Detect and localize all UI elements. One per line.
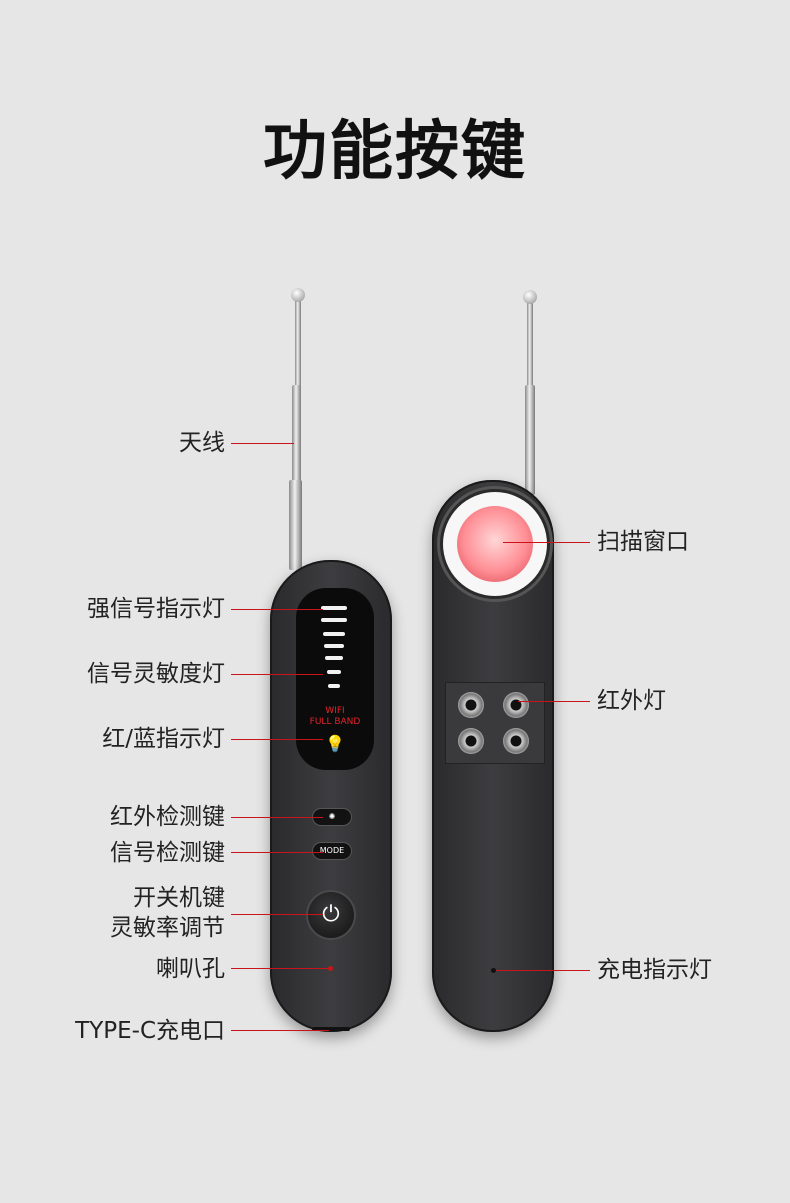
callout-power-button: 开关机键 灵敏率调节 <box>110 885 225 941</box>
antenna-mid-segment <box>292 385 301 483</box>
signal-bar <box>324 644 344 648</box>
callout-sensitivity-light: 信号灵敏度灯 <box>87 661 225 687</box>
callout-infrared-light: 红外灯 <box>597 688 666 714</box>
callout-infrared-button: 红外检测键 <box>110 804 225 830</box>
full-band-label: FULL BAND <box>309 717 361 727</box>
scan-lens <box>457 506 533 582</box>
antenna-tip <box>523 290 537 304</box>
callout-signal-button: 信号检测键 <box>110 840 225 866</box>
callout-charge-indicator: 充电指示灯 <box>597 957 712 983</box>
power-icon: ⏻ <box>322 902 340 927</box>
callout-usb-c: TYPE-C充电口 <box>75 1018 225 1044</box>
usb-c-port <box>312 1027 350 1031</box>
infrared-led <box>503 692 529 718</box>
indicator-panel: WIFI FULL BAND 💡 <box>296 588 374 770</box>
signal-bar <box>327 670 341 674</box>
callout-line <box>231 1030 329 1031</box>
callout-speaker: 喇叭孔 <box>156 956 225 982</box>
callout-line <box>518 701 590 702</box>
callout-line <box>503 542 590 543</box>
callout-scan-window: 扫描窗口 <box>597 529 689 555</box>
callout-line <box>231 443 294 444</box>
signal-bar <box>321 606 347 610</box>
signal-bar <box>323 632 345 636</box>
antenna-base-segment <box>525 385 535 495</box>
callout-line <box>231 609 323 610</box>
callout-line <box>231 817 323 818</box>
callout-line <box>231 674 323 675</box>
speaker-hole <box>328 966 333 971</box>
signal-bar <box>325 656 343 660</box>
callout-antenna: 天线 <box>179 430 225 456</box>
charge-indicator <box>491 968 496 973</box>
callout-strong-signal-light: 强信号指示灯 <box>87 596 225 622</box>
antenna-base-segment <box>289 480 302 570</box>
page-title: 功能按键 <box>263 115 527 189</box>
infrared-led <box>458 728 484 754</box>
callout-line <box>231 914 323 915</box>
infrared-led <box>458 692 484 718</box>
signal-bar <box>321 618 347 622</box>
infrared-led-plate <box>445 682 545 764</box>
scan-window <box>443 492 547 596</box>
callout-line <box>231 968 328 969</box>
infrared-detect-button[interactable]: ✺ <box>313 809 351 825</box>
lightbulb-icon: 💡 <box>325 734 345 753</box>
lightbulb-icon: ✺ <box>328 812 336 821</box>
callout-line <box>231 852 323 853</box>
power-button[interactable]: ⏻ <box>308 892 354 938</box>
signal-bar <box>328 684 340 688</box>
wifi-label: WIFI <box>325 706 345 716</box>
antenna-tip <box>291 288 305 302</box>
callout-line <box>231 739 323 740</box>
signal-detect-button[interactable]: MODE <box>313 843 351 859</box>
infrared-led <box>503 728 529 754</box>
antenna-top-segment <box>295 296 301 388</box>
antenna-top-segment <box>527 298 533 388</box>
callout-line <box>496 970 590 971</box>
callout-red-blue-light: 红/蓝指示灯 <box>102 726 225 752</box>
